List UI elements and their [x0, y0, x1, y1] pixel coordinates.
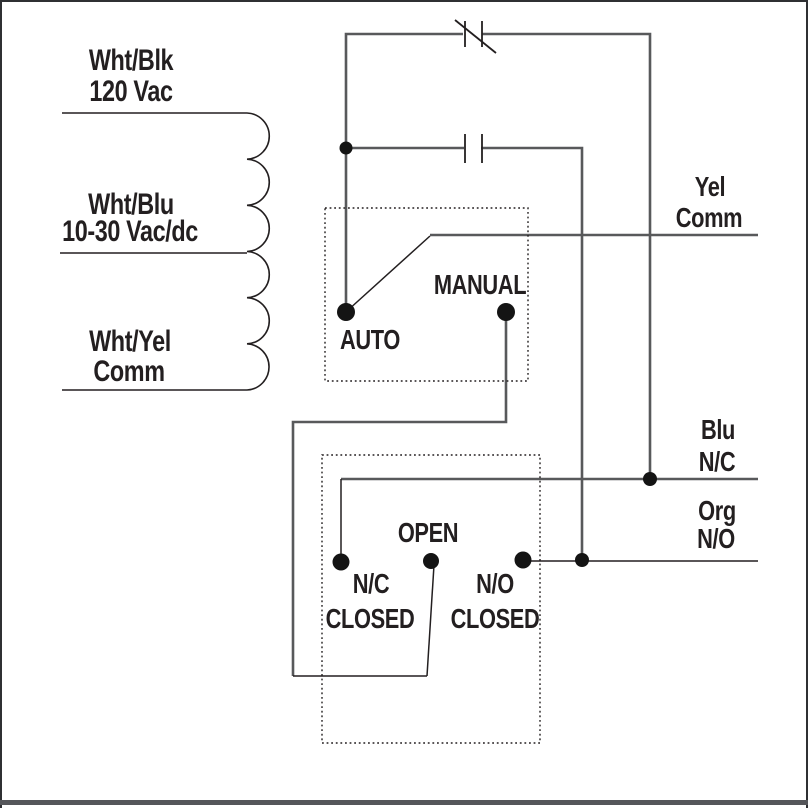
auto-label: AUTO — [340, 324, 400, 355]
manual-terminal-dot — [497, 303, 515, 321]
terminal-yel-label-line2: Comm — [675, 202, 743, 233]
nc-contact-icon — [454, 19, 497, 54]
nc-terminal-dot — [332, 553, 350, 571]
wire-top-left-loop — [344, 32, 463, 312]
mode-switch-arm — [346, 235, 431, 312]
nc-state-label: CLOSED — [325, 603, 415, 634]
mode-switch-boundary — [324, 207, 529, 382]
end-switch-arm — [426, 564, 435, 677]
junction-dot-capacitor-branch — [339, 141, 353, 155]
transformer-secondary-label-line2: 10-30 Vac/dc — [62, 215, 198, 248]
open-label: OPEN — [397, 517, 459, 548]
open-terminal-dot — [423, 553, 439, 569]
no-label: N/O — [476, 568, 514, 599]
terminal-blu-label-line1: Blu — [700, 414, 736, 445]
transformer-coil-icon — [246, 112, 271, 391]
wire-manual-route — [291, 312, 508, 676]
wire-top-right-loop — [482, 32, 652, 479]
no-contact-icon — [464, 134, 483, 163]
transformer-primary-label-line2: 120 Vac — [89, 75, 173, 108]
auto-terminal-dot — [337, 303, 355, 321]
terminal-yel-label-line1: Yel — [694, 171, 726, 202]
footer-rule — [0, 800, 808, 805]
no-state-label: CLOSED — [450, 603, 540, 634]
transformer-common-label-line2: Comm — [93, 355, 165, 388]
nc-label: N/C — [352, 568, 390, 599]
transformer-secondary-label-line1: Wht/Blu — [88, 188, 174, 221]
terminal-blu-label-line2: N/C — [698, 446, 736, 477]
manual-label: MANUAL — [433, 269, 527, 300]
junction-dot-blu-nc — [643, 472, 657, 486]
terminal-org-label-line1: Org — [698, 495, 736, 526]
terminal-org-label-line2: N/O — [697, 523, 735, 554]
junction-dot-org-no — [575, 553, 589, 567]
wire-no-contact-right — [481, 146, 584, 560]
transformer-primary-label-line1: Wht/Blk — [88, 44, 174, 77]
nc-contact-slash — [454, 19, 497, 54]
no-terminal-dot — [514, 551, 532, 569]
transformer-common-label-line1: Wht/Yel — [89, 325, 171, 358]
